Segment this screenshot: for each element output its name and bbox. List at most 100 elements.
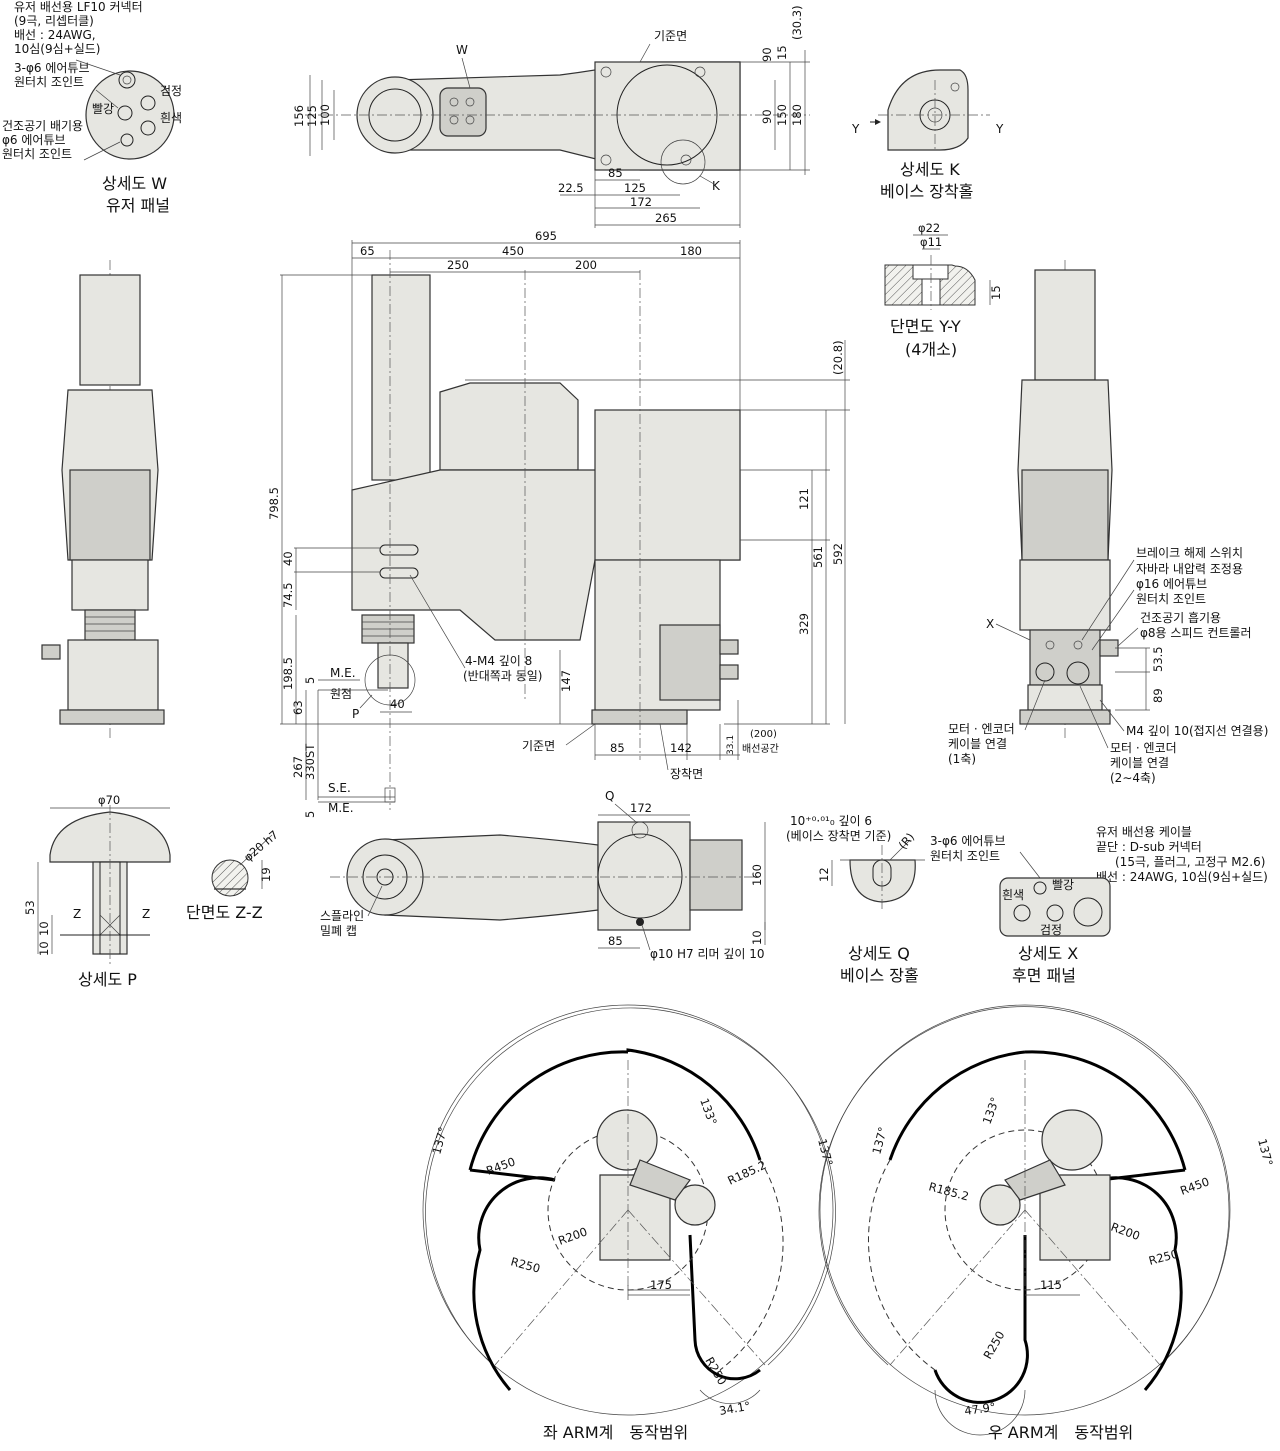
side-spline-shaft (377, 642, 409, 689)
m4-note-2: (반대쪽과 동일) (463, 669, 542, 683)
right-a137l: 137° (869, 1125, 890, 1155)
mount-plane: 장착면 (670, 767, 703, 781)
detail-q-note-2: (베이스 장착면 기준) (786, 829, 891, 843)
detail-q-callout (631, 821, 649, 839)
dim-53: 53 (23, 900, 37, 915)
dim-200-cable: (200) (750, 729, 777, 740)
dim-12: 12 (817, 867, 831, 882)
se-label: S.E. (328, 781, 351, 795)
dim-147: 147 (559, 670, 573, 692)
dim-15: 15 (775, 45, 789, 60)
side-rear-panel (659, 624, 721, 701)
top-view: W K 기준면 156 125 100 90 150 180 (30.3) 90… (292, 5, 810, 228)
dim-90b: 90 (760, 47, 774, 62)
bottom-view: Q 172 160 10 85 스플라인 밀폐 캡 φ10 H7 리머 깊이 1… (320, 789, 766, 961)
dim-phi11: φ11 (920, 235, 942, 249)
bottom-connectors (689, 839, 743, 911)
dim-329: 329 (797, 613, 811, 635)
y-label-left: Y (851, 122, 860, 136)
rear-note-6: φ8용 스피드 컨트롤러 (1140, 626, 1252, 640)
dim-695: 695 (535, 229, 557, 243)
detail-w-caption-2: 유저 패널 (106, 196, 170, 215)
detail-q-shape (849, 859, 916, 903)
x-black-label: 검정 (1040, 923, 1062, 937)
detail-w: 유저 배선용 LF10 커넥터 (9극, 리셉터클) 배선 : 24AWG, 1… (2, 0, 182, 215)
front-view (41, 260, 165, 740)
right-a133: 133° (980, 1095, 1003, 1126)
tube-black-icon (140, 95, 156, 111)
detail-k-caption-2: 베이스 장착홀 (880, 182, 973, 201)
motor2-2: 케이블 연결 (1110, 756, 1169, 770)
bottom-base (597, 821, 691, 931)
detail-w-tube-2: 원터치 조인트 (14, 75, 84, 89)
motor1-1: 모터 · 엔코더 (948, 722, 1015, 736)
dim-40b: 40 (390, 697, 405, 711)
dim-5b: 5 (303, 811, 317, 818)
tube-red-icon (117, 105, 133, 121)
dim-33-1: 33.1 (726, 735, 736, 755)
y-label-right: Y (995, 122, 1004, 136)
m4-note-1: 4-M4 깊이 8 (465, 654, 532, 668)
right-d115: 115 (1040, 1278, 1062, 1292)
top-base-rect (594, 61, 741, 171)
detail-k-shape (887, 69, 969, 151)
rear-note-1: 브레이크 해제 스위치 (1136, 546, 1243, 560)
dim-10-bottom: 10 (750, 930, 764, 945)
motor2-1: 모터 · 엔코더 (1110, 741, 1177, 755)
dim-198-5: 198.5 (281, 657, 295, 690)
detail-k: Y Y 상세도 K 베이스 장착홀 (851, 69, 1004, 201)
right-r250b: R250 (980, 1329, 1007, 1362)
me-label-2: M.E. (328, 801, 354, 815)
dim-85-bottom: 85 (608, 934, 623, 948)
top-user-panel (439, 87, 487, 137)
exhaust-joint-icon (120, 133, 134, 147)
left-a133: 133° (697, 1096, 720, 1127)
detail-x-caption-2: 후면 패널 (1012, 966, 1076, 985)
front-air-joint (41, 644, 61, 660)
dim-250: 250 (447, 258, 469, 272)
me-label-1: M.E. (330, 666, 356, 680)
front-mid-housing (69, 469, 151, 561)
left-r200: R200 (556, 1224, 589, 1247)
spline-note-1: 스플라인 (320, 909, 364, 923)
detail-w-exhaust-1: 건조공기 배기용 (2, 119, 83, 133)
dim-450: 450 (502, 244, 524, 258)
dim-40: 40 (281, 551, 295, 566)
dim-phi70: φ70 (98, 793, 120, 807)
z-label-right: Z (142, 907, 150, 921)
x-red-label: 빨강 (1052, 878, 1074, 892)
front-base (67, 639, 159, 711)
dim-90: 90 (760, 109, 774, 124)
side-view: 695 65 450 180 250 200 798.5 40 74.5 198… (267, 229, 850, 818)
dim-19: 19 (259, 867, 273, 882)
rear-connector-2-icon (1066, 661, 1090, 685)
left-a34: 34.1° (718, 1399, 751, 1418)
motor1-3: (1축) (948, 752, 976, 766)
right-range-arm-end (1041, 1109, 1103, 1171)
color-white-label: 흰색 (160, 111, 182, 125)
front-bellows (84, 609, 136, 641)
dim-265: 265 (655, 211, 677, 225)
dim-330st: 330ST (303, 743, 317, 780)
dim-172-bottom: 172 (630, 801, 652, 815)
left-a137l: 137° (429, 1125, 450, 1155)
rear-note-3: φ16 에어튜브 (1136, 577, 1207, 591)
side-motor-cover (439, 382, 579, 471)
detail-q: 10⁺⁰·⁰¹₀ 깊이 6 (베이스 장착면 기준) (R) 12 상세도 Q … (786, 814, 925, 985)
detail-x-cable-2: 끝단 : D-sub 커넥터 (1096, 840, 1202, 854)
detail-x-cable-3: (15극, 플러그, 고정구 M2.6) (1115, 855, 1265, 869)
r-label-q: (R) (896, 830, 918, 852)
right-range: 137° 137° 133° R185.2 R450 R200 R250 R25… (818, 1004, 1276, 1442)
right-r200: R200 (1109, 1220, 1142, 1243)
side-shaft (371, 274, 431, 481)
z-label-left: Z (73, 907, 81, 921)
x-tube-white-icon (1013, 904, 1031, 922)
front-shaft-top (79, 274, 141, 386)
rear-note-2: 자바라 내압력 조정용 (1136, 562, 1243, 576)
detail-x-cable-4: 배선 : 24AWG, 10심(9심+실드) (1096, 870, 1268, 884)
section-zz-hatch (211, 859, 249, 897)
detail-x-panel (999, 877, 1111, 937)
detail-p-caption: 상세도 P (78, 970, 137, 989)
reamer-note: φ10 H7 리머 깊이 10 (650, 947, 765, 961)
detail-x-cable-1: 유저 배선용 케이블 (1096, 825, 1192, 839)
